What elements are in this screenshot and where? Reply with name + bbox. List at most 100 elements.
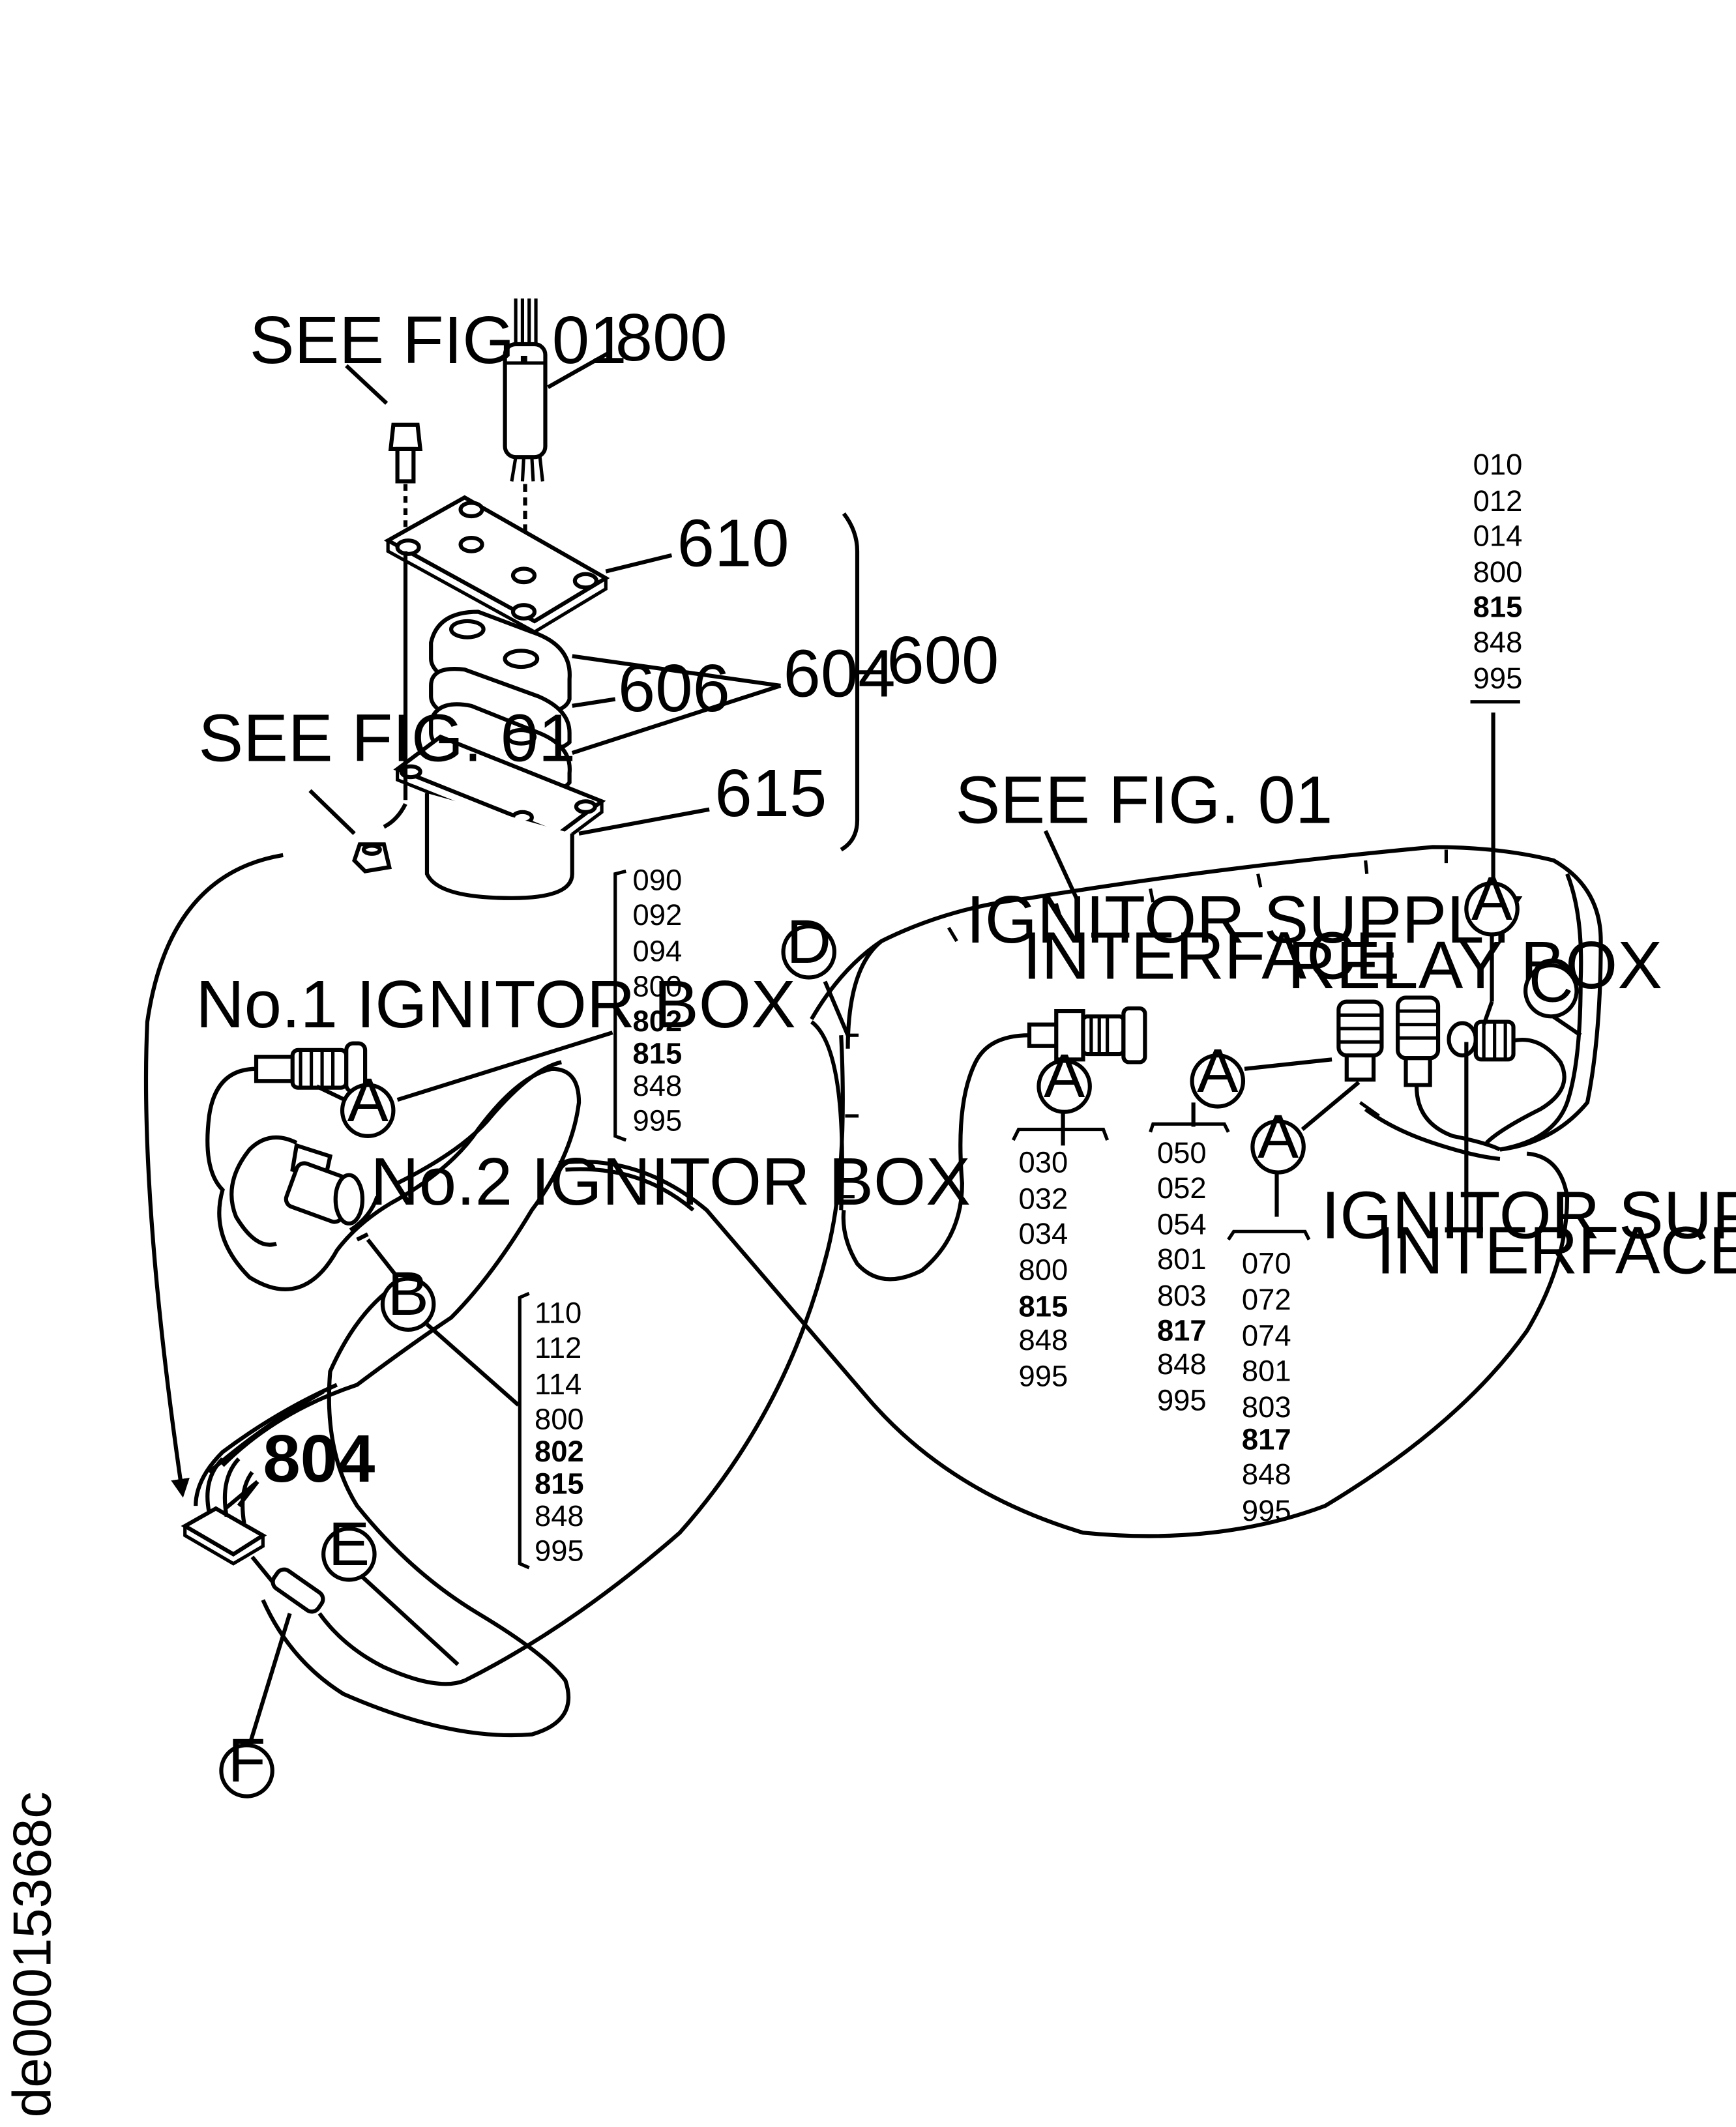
svg-text:B: B [387,1259,428,1328]
list-item: 995 [1242,1494,1291,1527]
svg-text:A: A [1471,864,1513,933]
list-item: 092 [633,898,683,931]
see-fig-right-label: SEE FIG. 01 [956,762,1333,837]
list-item: 801 [1157,1242,1207,1276]
ignitor-supply-1-label-line2: INTERFACE [1023,918,1400,993]
see-fig-top-label: SEE FIG. 01 [250,302,627,377]
ignitor-supply-connector-1 [841,1006,1147,1282]
list-item: 848 [633,1069,683,1102]
ignitor-box-2-connector [229,1135,365,1247]
list-item: 848 [535,1499,584,1533]
list-item: 054 [1157,1207,1207,1240]
list-item: 110 [535,1297,581,1330]
list-item: 010 [1473,448,1523,481]
circle-A-relay1: A [1190,1036,1246,1109]
list-item: 995 [1019,1360,1068,1393]
circle-A-top: A [1464,864,1520,937]
list-item: 034 [1019,1217,1068,1250]
list-item: 815 [1473,591,1523,624]
list-item: 995 [633,1104,683,1137]
list-item: 995 [1473,662,1523,695]
list-item: 800 [633,969,683,1003]
list-item: 995 [535,1534,584,1568]
svg-text:C: C [1529,946,1574,1016]
list-item: 032 [1019,1182,1068,1215]
relay-box-label: RELAY BOX [1287,928,1662,1003]
circle-A-relay2: A [1250,1102,1306,1175]
callout-604: 604 [784,636,896,711]
spacers-drawing [429,609,782,792]
list-item: 114 [535,1368,581,1401]
callout-800: 800 [615,300,728,375]
callout-600: 600 [887,623,999,697]
arrow-to-804 [143,853,284,1498]
list-item: 848 [1473,625,1523,658]
ignitor-box-1-label: No.1 IGNITOR BOX [196,967,796,1042]
list-030: 030 032 034 800 815 848 995 [1019,1146,1068,1393]
housing-615-drawing [393,734,710,900]
callout-610: 610 [677,505,789,580]
list-item: 801 [1242,1354,1291,1387]
list-item: 815 [633,1037,683,1070]
list-top-right: 010 012 014 800 815 848 995 [1473,448,1523,695]
list-item: 050 [1157,1136,1207,1169]
svg-text:A: A [347,1066,389,1135]
callout-606: 606 [618,651,730,726]
leader-lines [247,700,1582,1746]
list-item: 995 [1157,1384,1207,1417]
callout-804: 804 [263,1421,375,1496]
list-050: 050 052 054 801 803 817 848 995 [1157,1136,1207,1417]
callout-615: 615 [714,755,827,830]
circle-F: F [219,1726,274,1798]
plate-610-drawing [383,495,673,634]
list-item: 090 [633,863,683,896]
list-item: 074 [1242,1319,1291,1353]
list-item: 848 [1242,1458,1291,1491]
list-item: 848 [1019,1323,1068,1357]
list-item: 802 [633,1005,683,1038]
svg-text:A: A [1044,1042,1085,1111]
ignitor-box-2-label: No.2 IGNITOR BOX [370,1144,971,1219]
list-item: 802 [535,1435,584,1468]
letter-circles: A B D A A A A C E F [219,864,1579,1798]
list-item: 012 [1473,484,1523,518]
list-item: 848 [1157,1347,1207,1381]
circle-B: B [380,1259,436,1332]
list-item: 030 [1019,1146,1068,1179]
ignitor-supply-2-label-line1: IGNITOR SUPPLY [1321,1178,1736,1253]
list-item: 094 [633,935,683,968]
circle-A-supply1: A [1037,1042,1092,1114]
list-item: 815 [1019,1289,1068,1323]
list-upper-left: 090 092 094 800 802 815 848 995 [633,863,683,1137]
nut-drawing [308,789,392,873]
list-item: 803 [1242,1390,1291,1424]
ignitor-supply-2-label-line2: INTERFACE [1376,1212,1736,1287]
bolt-drawing [345,364,423,538]
circle-D: D [781,907,837,980]
document-id: de00015368c [2,1791,62,2117]
list-lower-left: 110 112 114 800 802 815 848 995 [535,1297,584,1568]
connector-804 [181,1457,465,1686]
list-item: 800 [1019,1254,1068,1287]
see-fig-left-label: SEE FIG. 01 [198,700,576,775]
list-070: 070 072 074 801 803 817 848 995 [1242,1246,1291,1527]
list-item: 803 [1157,1279,1207,1312]
list-item: 817 [1157,1313,1207,1347]
list-item: 815 [535,1467,584,1501]
svg-text:A: A [1258,1102,1299,1171]
circle-C: C [1523,946,1579,1019]
svg-text:F: F [228,1726,266,1795]
left-harness [181,845,1603,1738]
list-item: 800 [535,1403,584,1436]
circle-A-ignitor1: A [340,1066,396,1138]
relay-box-connectors [1336,995,1567,1162]
cable-800-drawing [503,298,611,572]
circle-E: E [321,1510,377,1582]
list-item: 052 [1157,1171,1207,1205]
svg-text:A: A [1197,1036,1239,1106]
list-item: 817 [1242,1422,1291,1456]
top-assembly [308,298,883,900]
list-item: 800 [1473,555,1523,589]
svg-text:D: D [786,907,831,976]
